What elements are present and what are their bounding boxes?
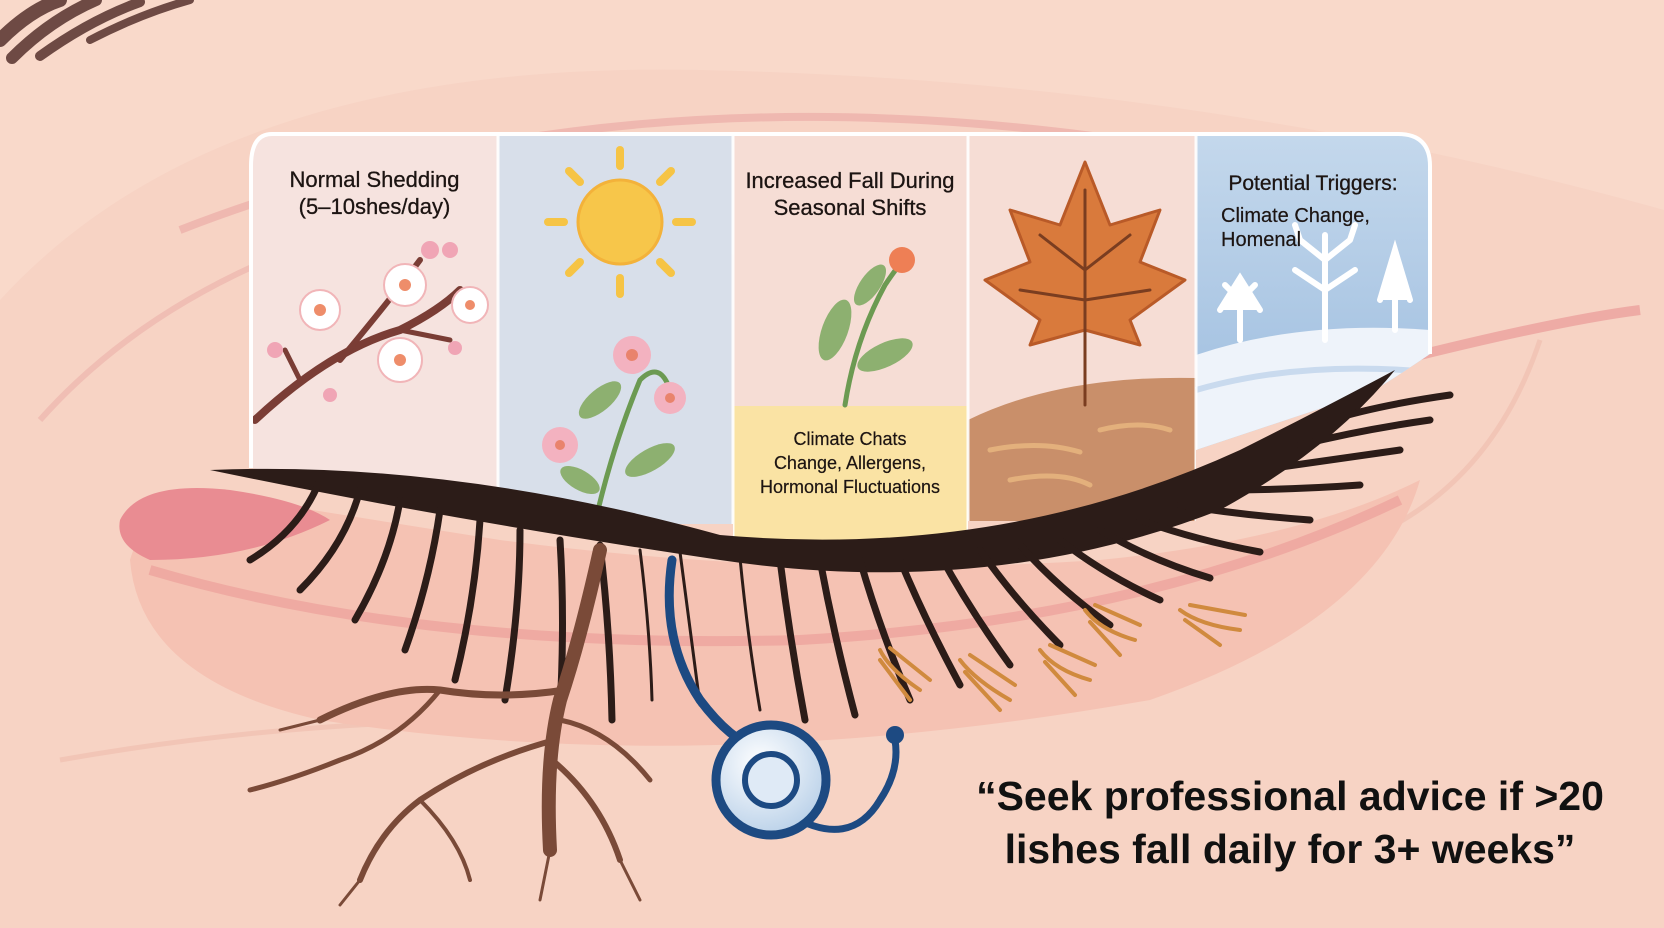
flower-stem-icon xyxy=(542,336,686,513)
panel-early-fall-title: Increased Fall During Seasonal Shifts xyxy=(734,167,966,221)
panel-winter-subtitle: Climate Change, Homenal xyxy=(1221,204,1426,252)
maple-leaf-icon xyxy=(983,160,1187,407)
fallen-lash-icon xyxy=(878,603,1247,712)
snowy-trees-icon xyxy=(1217,222,1413,343)
panel-spring-title-line-2: (5–10shes/day) xyxy=(298,194,451,219)
panel-early-fall xyxy=(733,134,968,548)
panel-early-fall-note: Climate Chats Change, Allergens, Hormona… xyxy=(736,427,964,499)
panel-spring-title-line-1: Normal Shedding xyxy=(289,167,460,192)
professional-advice-quote: “Seek professional advice if >20 lishes … xyxy=(955,770,1625,876)
panel-winter-subtitle-line-2: Homenal xyxy=(1221,229,1302,251)
sun-icon xyxy=(544,146,696,298)
sprout-icon xyxy=(818,247,915,408)
panel-winter-title-line-1: Potential Triggers: xyxy=(1228,172,1398,195)
eyebrow xyxy=(0,0,194,64)
stethoscope-icon xyxy=(664,555,904,840)
quote-line-2: lishes fall daily for 3+ weeks” xyxy=(1004,826,1576,872)
note-line-3: Hormonal Fluctuations xyxy=(759,477,941,497)
cherry-blossom-icon xyxy=(251,241,489,424)
panel-winter-subtitle-line-1: Climate Change, xyxy=(1221,205,1370,227)
panel-summer xyxy=(498,134,733,548)
panel-winter-title: Potential Triggers: xyxy=(1198,170,1428,197)
lash-root-icon xyxy=(247,543,653,907)
panel-spring-title: Normal Shedding (5–10shes/day) xyxy=(256,166,493,220)
panel-early-fall-title-line-2: Seasonal Shifts xyxy=(773,195,927,220)
quote-line-1: “Seek professional advice if >20 xyxy=(976,773,1604,819)
note-line-2: Change, Allergens, xyxy=(773,453,927,473)
note-line-1: Climate Chats xyxy=(793,429,907,449)
eyelash-line xyxy=(210,370,1454,724)
note-box xyxy=(733,406,968,548)
panel-strip-frame xyxy=(249,132,1432,468)
panel-early-fall-title-line-1: Increased Fall During xyxy=(745,168,955,193)
